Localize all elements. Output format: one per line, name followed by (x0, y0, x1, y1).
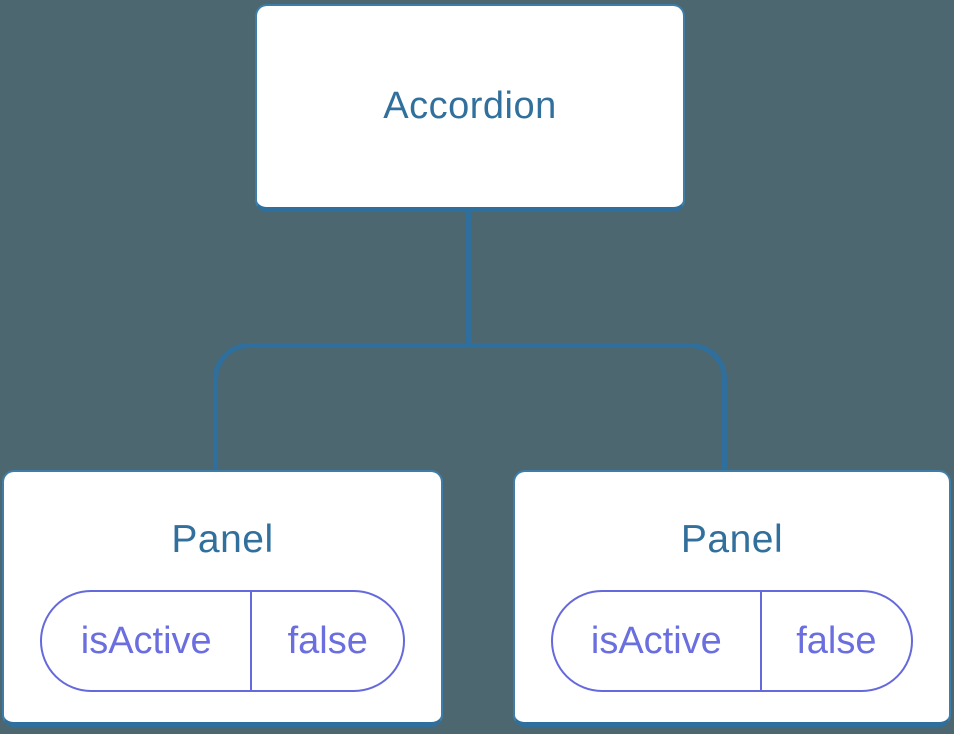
connector-stem (466, 211, 471, 345)
tree-node-panel-2: Panel isActive false (513, 470, 951, 727)
panel-1-state-name: isActive (42, 592, 253, 690)
connector-bracket (213, 343, 727, 470)
tree-node-panel-1: Panel isActive false (2, 470, 443, 727)
panel-2-state-pill: isActive false (551, 590, 913, 692)
tree-node-accordion: Accordion (255, 4, 685, 212)
panel-1-state-pill: isActive false (40, 590, 405, 692)
panel-2-label: Panel (680, 518, 784, 561)
panel-1-state-value: false (287, 619, 368, 662)
accordion-node-label: Accordion (383, 85, 557, 127)
panel-1-label: Panel (171, 518, 274, 561)
panel-2-state-name: isActive (553, 592, 762, 690)
panel-2-state-value: false (796, 619, 877, 662)
